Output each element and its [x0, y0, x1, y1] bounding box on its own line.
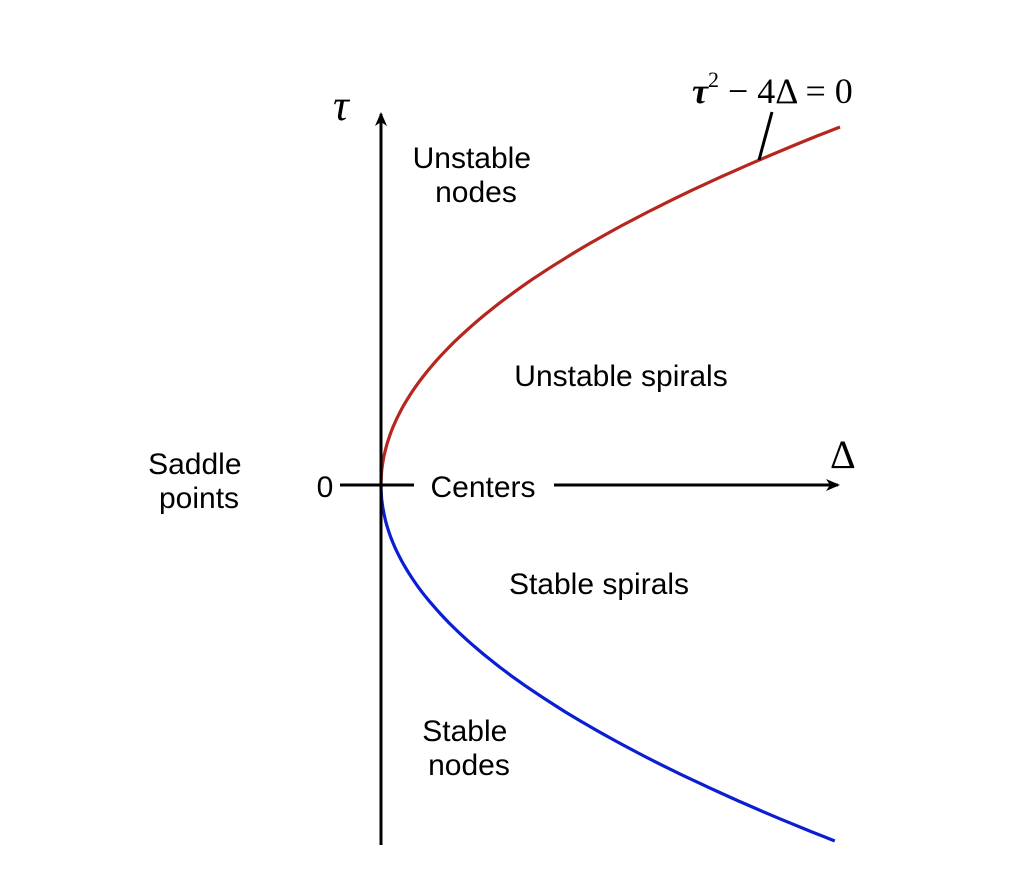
- region-unstable-nodes: Unstable nodes: [413, 142, 540, 209]
- equation-base: τ: [692, 71, 709, 111]
- tau-axis-label: τ: [333, 81, 351, 130]
- equation-rest: − 4Δ = 0: [719, 71, 853, 111]
- equation-sup: 2: [708, 67, 719, 92]
- equation-pointer: [757, 111, 774, 161]
- region-stable-spirals: Stable spirals: [509, 568, 689, 601]
- region-unstable-spirals: Unstable spirals: [514, 360, 727, 393]
- region-centers: Centers: [430, 471, 535, 504]
- curve-equation-label: τ2 − 4Δ = 0: [692, 67, 853, 111]
- region-stable-nodes: Stable nodes: [422, 715, 515, 782]
- lower-parabola-branch: [379, 484, 836, 843]
- region-saddle-points: Saddle points: [148, 448, 250, 515]
- upper-parabola-branch: [379, 125, 841, 486]
- origin-label: 0: [317, 471, 334, 504]
- delta-axis-label: Δ: [830, 432, 856, 477]
